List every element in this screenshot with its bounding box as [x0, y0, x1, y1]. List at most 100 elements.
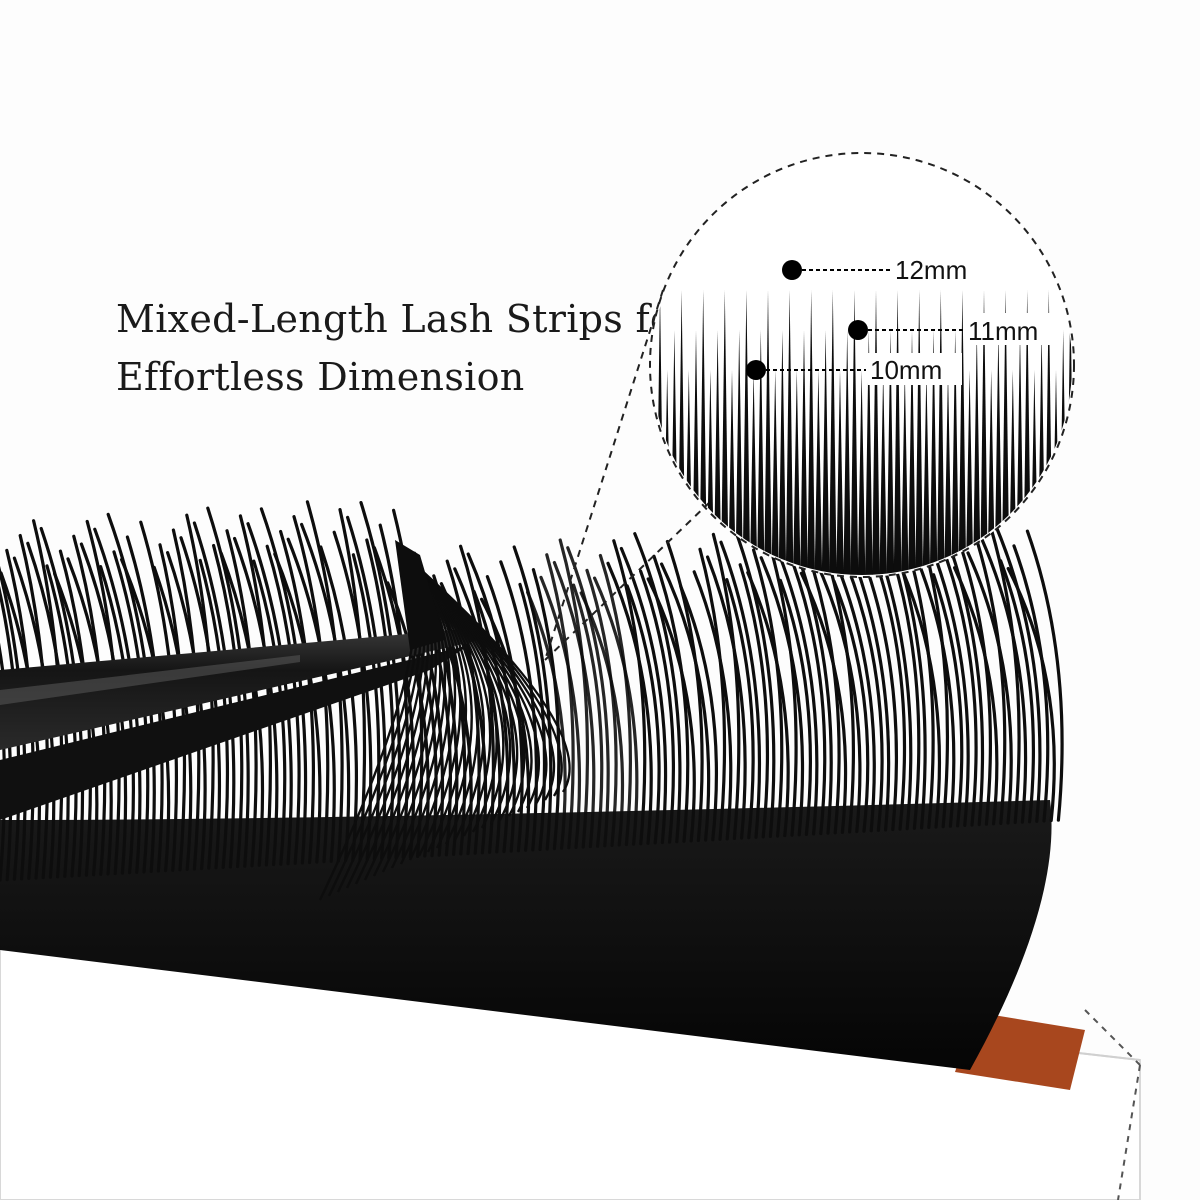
- lash-hair: [552, 560, 596, 849]
- zoom-hair: [958, 290, 967, 575]
- lash-hair: [1012, 544, 1050, 823]
- lash-hair: [945, 558, 978, 827]
- zoom-hair: [922, 370, 931, 575]
- zoom-hair: [742, 290, 751, 575]
- lash-hair: [480, 597, 531, 852]
- lash-hair: [985, 513, 1021, 825]
- lash-hair: [292, 515, 330, 864]
- zoom-hair: [1001, 290, 1010, 575]
- lash-hair: [633, 532, 682, 844]
- label-bg: [868, 353, 962, 385]
- lash-hair: [845, 564, 884, 832]
- zoom-hair: [915, 290, 924, 575]
- lash-hair: [891, 557, 921, 830]
- zoom-hair: [850, 290, 859, 575]
- zoom-hair: [944, 370, 952, 575]
- lash-hair: [698, 547, 727, 841]
- lash-hair: [759, 556, 805, 837]
- lash-hair: [386, 581, 430, 858]
- zoom-hair: [886, 330, 895, 575]
- marker-dot: [848, 320, 868, 340]
- lash-hair: [746, 570, 790, 838]
- lash-hair: [572, 583, 604, 848]
- zoom-hair: [951, 330, 960, 575]
- lash-hair: [372, 546, 416, 859]
- lash-hair: [826, 542, 876, 833]
- lash-cluster: [318, 540, 571, 901]
- zoom-hair: [735, 330, 744, 575]
- length-marker-11mm: 11mm: [848, 313, 1058, 346]
- lash-hair: [1006, 566, 1056, 823]
- zoom-hair: [756, 330, 765, 575]
- lash-hair: [1025, 529, 1064, 822]
- lash-hair: [926, 535, 970, 827]
- headline: Mixed-Length Lash Strips for Effortless …: [116, 290, 692, 406]
- lash-hair: [719, 540, 762, 839]
- lash-hair: [531, 568, 561, 851]
- zoom-hair: [843, 330, 852, 575]
- lash-hair: [152, 565, 193, 872]
- length-marker-12mm: 12mm: [782, 255, 967, 285]
- lash-hair: [472, 589, 510, 854]
- card-dashed-line: [1084, 1009, 1141, 1066]
- lash-hair: [660, 562, 711, 842]
- lash-hair: [939, 520, 985, 827]
- zoom-hair: [778, 330, 787, 575]
- lash-hair: [899, 565, 942, 829]
- lash-hair: [512, 545, 553, 851]
- lash-hair: [679, 585, 719, 842]
- lash-hair: [692, 570, 733, 841]
- lash-hair: [732, 525, 776, 838]
- headline-line-2: Effortless Dimension: [116, 355, 525, 399]
- lash-hair: [639, 569, 675, 844]
- zoom-hair: [908, 330, 916, 575]
- zoom-hair: [1074, 370, 1082, 590]
- tweezers: [0, 628, 480, 820]
- marker-dot: [746, 360, 766, 380]
- zoom-hair: [764, 290, 772, 575]
- lash-hair: [558, 538, 590, 849]
- lash-hair: [966, 551, 1013, 825]
- cluster-hair: [409, 559, 571, 793]
- zoom-hair: [965, 370, 974, 575]
- lash-hair: [246, 522, 293, 866]
- lash-hair: [579, 591, 625, 847]
- zoom-hair: [828, 290, 837, 575]
- zoom-hair: [807, 290, 816, 575]
- zoom-hair: [972, 330, 981, 575]
- marker-dot: [782, 260, 802, 280]
- lash-hair: [598, 553, 633, 847]
- lash-hair: [738, 563, 770, 839]
- lash-hair: [233, 536, 279, 867]
- lash-hair: [859, 549, 899, 832]
- lash-hair: [878, 572, 907, 831]
- lash-hair: [545, 553, 575, 850]
- lash-hair: [813, 556, 862, 834]
- lash-hair: [625, 584, 661, 845]
- zoom-hair: [771, 370, 780, 575]
- lash-hair: [711, 532, 741, 841]
- lash-hair: [539, 575, 582, 849]
- lash-hair: [526, 590, 567, 850]
- label-12mm: 12mm: [895, 255, 967, 285]
- label-10mm: 10mm: [870, 355, 942, 385]
- cluster-tip: [395, 540, 445, 650]
- lash-hair: [725, 578, 755, 840]
- lash-hair: [958, 543, 992, 826]
- lash-hair: [606, 561, 653, 845]
- lash-hair: [652, 554, 690, 843]
- lash-hair: [365, 538, 395, 860]
- zoom-hair: [872, 290, 880, 575]
- label-bg: [966, 313, 1058, 345]
- lash-hair: [972, 528, 1007, 825]
- lash-hair: [765, 533, 798, 837]
- zoom-hair: [792, 370, 801, 575]
- card-dashed-line: [1117, 1064, 1141, 1200]
- lash-hair: [832, 579, 870, 833]
- headline-line-1: Mixed-Length Lash Strips for: [116, 297, 692, 341]
- lash-hair: [773, 541, 819, 836]
- zoom-hair: [814, 370, 823, 575]
- lash-hair: [665, 539, 704, 843]
- lash-hair: [351, 553, 381, 861]
